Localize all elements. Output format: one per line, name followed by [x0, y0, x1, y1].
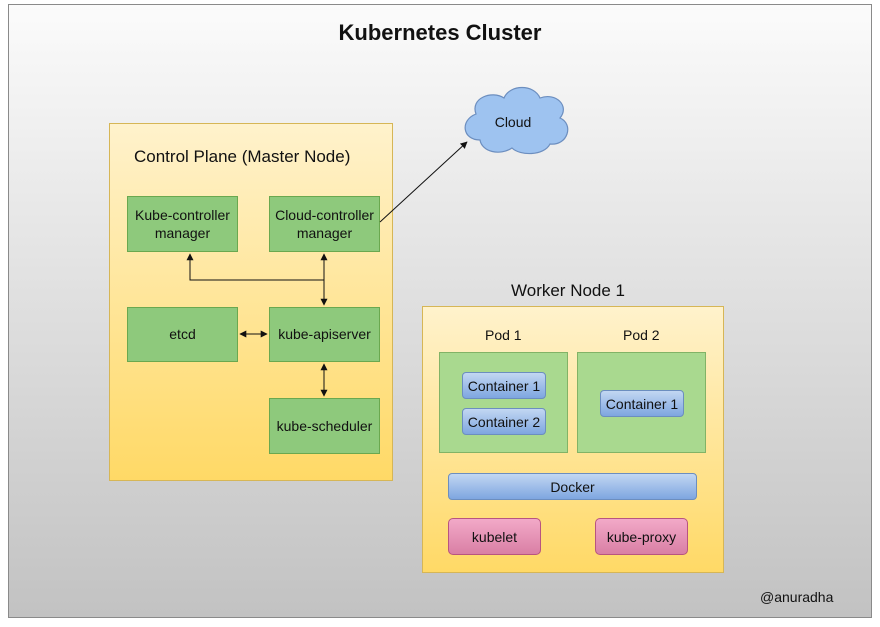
pod-1-box: [439, 352, 568, 453]
cloud-controller-manager-box: Cloud-controller manager: [269, 196, 380, 252]
pod-2-container-1: Container 1: [600, 390, 684, 417]
cloud-shape: [464, 86, 569, 155]
kube-proxy-box: kube-proxy: [595, 518, 688, 555]
etcd-box: etcd: [127, 307, 238, 362]
kube-scheduler-box: kube-scheduler: [269, 398, 380, 454]
cloud-label: Cloud: [494, 114, 532, 130]
pod-1-container-1: Container 1: [462, 372, 546, 399]
pod-1-label: Pod 1: [485, 327, 522, 343]
pod-2-label: Pod 2: [623, 327, 660, 343]
kube-controller-manager-box: Kube-controller manager: [127, 196, 238, 252]
docker-bar: Docker: [448, 473, 697, 500]
worker-node-title: Worker Node 1: [511, 281, 626, 300]
author-credit: @anuradha: [760, 589, 834, 605]
diagram-title: Kubernetes Cluster: [338, 20, 542, 45]
control-plane-title: Control Plane (Master Node): [134, 147, 351, 166]
pod-1-container-2: Container 2: [462, 408, 546, 435]
arrow-ccm-to-cloud: [379, 141, 468, 223]
arrow-to-kube-controller: [186, 253, 324, 281]
kubelet-box: kubelet: [448, 518, 541, 555]
kube-apiserver-box: kube-apiserver: [269, 307, 380, 362]
